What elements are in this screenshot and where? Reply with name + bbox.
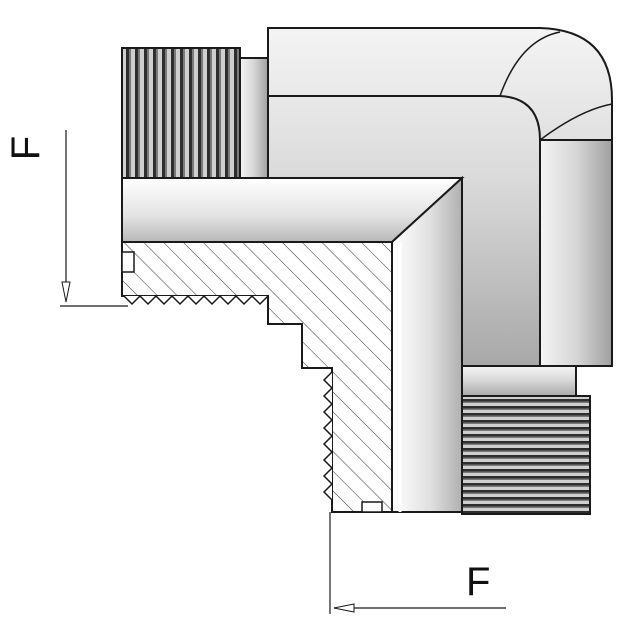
dimension-label-left: F — [4, 135, 49, 161]
elbow-body — [267, 27, 613, 367]
dimension-left — [60, 130, 128, 307]
dimension-bottom — [329, 512, 506, 614]
section-hatch — [121, 241, 393, 513]
dimension-label-bottom: F — [466, 560, 491, 604]
top-thread — [121, 47, 269, 179]
bottom-thread — [461, 365, 591, 515]
